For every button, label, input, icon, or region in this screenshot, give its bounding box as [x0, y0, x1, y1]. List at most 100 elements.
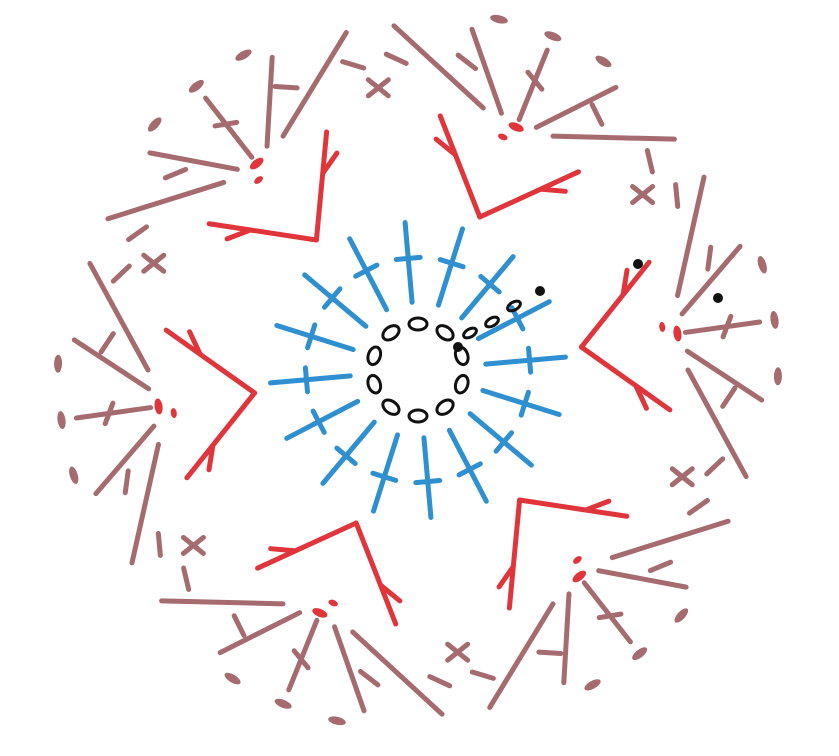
petal-treble-post: [150, 153, 237, 169]
petal-treble-post: [536, 87, 616, 127]
fan-bar: [586, 501, 608, 510]
picot-chain: [769, 310, 779, 329]
fan-stitch-left: [356, 523, 396, 624]
picot-chain: [187, 78, 206, 95]
picot-chain: [146, 115, 164, 134]
double-crochet-post: [405, 223, 412, 303]
petal-treble-bar: [129, 227, 147, 240]
petal-treble-bar: [458, 55, 475, 68]
chain-dot: [572, 555, 584, 566]
petal-treble-post: [289, 620, 317, 690]
chain-dot: [327, 598, 339, 607]
picot-chain: [327, 715, 346, 727]
petal-treble-post: [267, 57, 272, 146]
petal-treble-post: [678, 177, 704, 295]
petal-treble-bar: [539, 652, 561, 653]
fan-stitch-right: [316, 132, 326, 240]
double-crochet-post: [486, 357, 566, 364]
round-3-petals: [54, 13, 782, 726]
chain-stitch: [434, 397, 456, 417]
petal-treble-bar: [599, 614, 621, 618]
petal-treble-post: [564, 594, 569, 683]
double-crochet-post: [470, 414, 531, 465]
fan-stitch-left: [187, 393, 255, 478]
petal-treble-post: [584, 583, 630, 642]
double-crochet-post: [305, 275, 366, 326]
petal-treble-post: [490, 604, 553, 708]
joining-chain: [462, 326, 478, 340]
petal-treble-bar: [101, 334, 113, 352]
picot-chain: [234, 47, 254, 63]
petal-treble-post: [553, 136, 674, 139]
petal-treble-post: [612, 521, 728, 557]
picot-chain: [756, 255, 769, 275]
petal-treble-post: [108, 182, 224, 218]
picot-chain: [774, 367, 782, 385]
chain-dot: [672, 325, 682, 342]
double-crochet-post: [462, 257, 513, 318]
petal-treble-bar: [708, 247, 711, 269]
petal-treble-bar: [723, 388, 735, 406]
petal-treble-bar: [689, 500, 707, 513]
fan-bar: [541, 189, 565, 191]
petal-treble-post: [685, 322, 759, 332]
picot-chain: [543, 29, 563, 43]
double-crochet-bar: [308, 325, 315, 348]
slip-stitch-marker: [713, 293, 723, 303]
petal-treble-bar: [676, 185, 678, 207]
petal-treble-post: [162, 601, 283, 604]
fan-stitch-right: [509, 500, 519, 608]
picot-chain: [67, 465, 80, 485]
chain-dot: [170, 408, 177, 419]
petal-treble-bar: [472, 672, 493, 678]
fan-bar: [271, 549, 295, 551]
picot-chain: [672, 606, 690, 625]
picot-chain: [630, 645, 649, 662]
picot-chain: [56, 411, 66, 430]
petal-treble-bar: [125, 471, 128, 493]
slip-stitch-marker: [633, 259, 643, 269]
fan-stitch-left: [581, 262, 649, 347]
petal-treble-bar: [592, 105, 602, 125]
chain-stitch: [380, 323, 402, 343]
slip-stitch-marker: [453, 342, 463, 352]
petal-treble-bar: [215, 122, 237, 126]
round-2-fans: [153, 116, 682, 624]
chain-dot: [253, 175, 265, 186]
petal-treble-post: [206, 98, 252, 157]
joining-chain: [506, 299, 522, 313]
petal-treble-bar: [184, 568, 189, 589]
chain-stitch: [380, 397, 402, 417]
petal-treble-bar: [275, 87, 297, 88]
petal-treble-post: [283, 33, 346, 137]
chain-stitch: [366, 374, 383, 395]
round-1-stitches: [271, 223, 566, 518]
petal-treble-bar: [113, 266, 129, 281]
double-crochet-bar: [373, 473, 396, 480]
picot-chain: [273, 697, 293, 711]
petal-treble-bar: [650, 562, 670, 570]
petal-treble-post: [76, 408, 150, 418]
chain-stitch: [409, 318, 427, 330]
petal-treble-bar: [360, 671, 377, 684]
double-crochet-bar: [396, 257, 420, 259]
chain-dot: [311, 606, 329, 619]
chain-stitch: [453, 374, 470, 395]
slip-stitch-marker: [535, 286, 545, 296]
picot-chain: [54, 355, 62, 373]
picot-chain: [489, 13, 508, 25]
picot-chain: [223, 671, 243, 687]
foundation-ring: [366, 318, 470, 422]
double-crochet-post: [323, 422, 374, 483]
petal-treble-post: [132, 444, 158, 562]
double-crochet-bar: [521, 392, 528, 415]
double-crochet-bar: [305, 368, 307, 392]
picot-chain: [594, 53, 614, 69]
double-crochet-post: [271, 376, 351, 383]
petal-treble-post: [599, 571, 686, 587]
fan-stitch-right: [166, 330, 254, 393]
double-crochet-bar: [416, 481, 440, 483]
picot-chain: [583, 677, 603, 693]
